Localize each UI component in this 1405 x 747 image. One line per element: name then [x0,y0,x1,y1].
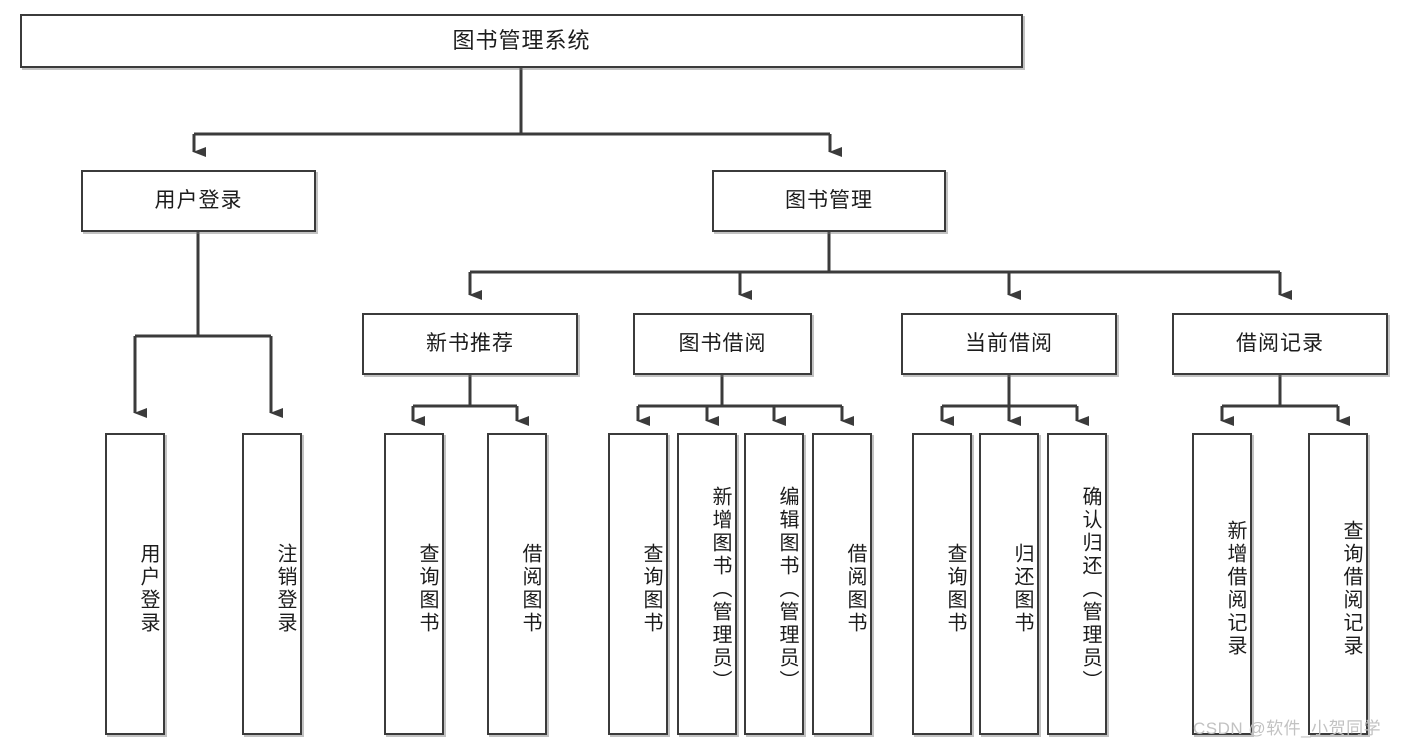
leaf-book-borrow-add-book-admin[interactable]: 新增图书（管理员） [677,433,737,735]
node-borrow-record[interactable]: 借阅记录 [1172,313,1388,375]
leaf-user-login-login[interactable]: 用户登录 [105,433,165,735]
leaf-book-borrow-edit-book-admin[interactable]: 编辑图书（管理员） [744,433,804,735]
node-user-login[interactable]: 用户登录 [81,170,316,232]
leaf-user-login-logout[interactable]: 注销登录 [242,433,302,735]
node-current-borrow[interactable]: 当前借阅 [901,313,1117,375]
node-new-book-recommend[interactable]: 新书推荐 [362,313,578,375]
leaf-book-borrow-borrow-book[interactable]: 借阅图书 [812,433,872,735]
node-book-borrow[interactable]: 图书借阅 [633,313,812,375]
leaf-new-book-query-book[interactable]: 查询图书 [384,433,444,735]
leaf-book-borrow-query-book[interactable]: 查询图书 [608,433,668,735]
node-book-management[interactable]: 图书管理 [712,170,946,232]
leaf-current-borrow-return-book[interactable]: 归还图书 [979,433,1039,735]
leaf-current-borrow-query-book[interactable]: 查询图书 [912,433,972,735]
csdn-watermark: CSDN @软件_小贺同学 [1193,719,1382,738]
leaf-borrow-record-add-record[interactable]: 新增借阅记录 [1192,433,1252,735]
leaf-current-borrow-confirm-return-admin[interactable]: 确认归还（管理员） [1047,433,1107,735]
leaf-new-book-borrow-book[interactable]: 借阅图书 [487,433,547,735]
node-root-book-management-system[interactable]: 图书管理系统 [20,14,1023,68]
leaf-borrow-record-query-record[interactable]: 查询借阅记录 [1308,433,1368,735]
